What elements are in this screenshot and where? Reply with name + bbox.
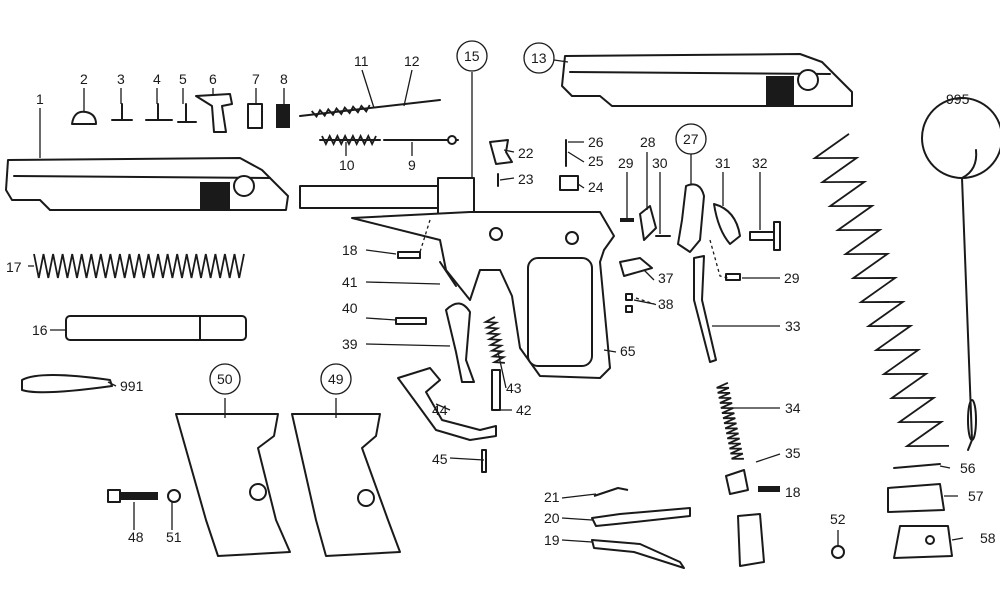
label-41: 41 bbox=[342, 274, 358, 290]
label-7: 7 bbox=[252, 71, 260, 87]
springs bbox=[33, 104, 950, 460]
trigger-bar bbox=[395, 251, 741, 363]
leader-lines bbox=[28, 59, 964, 546]
label-991: 991 bbox=[120, 378, 144, 394]
magazine-parts bbox=[887, 463, 953, 559]
label-3: 3 bbox=[117, 71, 125, 87]
label-24: 24 bbox=[588, 179, 604, 195]
label-26: 26 bbox=[588, 134, 604, 150]
hammer-spring bbox=[716, 381, 744, 460]
spring-10 bbox=[321, 133, 377, 147]
label-51: 51 bbox=[166, 529, 182, 545]
label-25: 25 bbox=[588, 153, 604, 169]
catch-parts bbox=[725, 469, 780, 567]
label-52: 52 bbox=[830, 511, 846, 527]
label-38: 38 bbox=[658, 296, 674, 312]
label-6: 6 bbox=[209, 71, 217, 87]
label-50: 50 bbox=[217, 371, 233, 387]
label-18a: 18 bbox=[342, 242, 358, 258]
trigger-spring bbox=[482, 316, 507, 364]
label-19: 19 bbox=[544, 532, 560, 548]
part-slide-right bbox=[561, 53, 853, 107]
label-2: 2 bbox=[80, 71, 88, 87]
levers-bottom bbox=[591, 487, 691, 569]
label-49: 49 bbox=[328, 371, 344, 387]
label-5: 5 bbox=[179, 71, 187, 87]
pins-and-springs-top bbox=[299, 99, 459, 145]
part-frame bbox=[299, 177, 615, 379]
label-35: 35 bbox=[785, 445, 801, 461]
part-labels: 1 2 3 4 5 6 7 8 11 12 15 13 995 10 9 22 … bbox=[6, 48, 996, 548]
label-17: 17 bbox=[6, 259, 22, 275]
label-56: 56 bbox=[960, 460, 976, 476]
label-9: 9 bbox=[408, 157, 416, 173]
screws-washers bbox=[107, 489, 845, 559]
label-34: 34 bbox=[785, 400, 801, 416]
label-28: 28 bbox=[640, 134, 656, 150]
label-57: 57 bbox=[968, 488, 984, 504]
label-40: 40 bbox=[342, 300, 358, 316]
label-32: 32 bbox=[752, 155, 768, 171]
label-27: 27 bbox=[683, 131, 699, 147]
grip-panels bbox=[175, 413, 401, 557]
label-1: 1 bbox=[36, 91, 44, 107]
label-39: 39 bbox=[342, 336, 358, 352]
label-10: 10 bbox=[339, 157, 355, 173]
guide-rod-and-tool bbox=[21, 315, 247, 394]
label-15: 15 bbox=[464, 48, 480, 64]
circled-label-rings bbox=[209, 40, 707, 395]
label-4: 4 bbox=[153, 71, 161, 87]
label-65: 65 bbox=[620, 343, 636, 359]
label-16: 16 bbox=[32, 322, 48, 338]
label-22: 22 bbox=[518, 145, 534, 161]
magazine-spring bbox=[811, 133, 950, 448]
label-44: 44 bbox=[432, 402, 448, 418]
label-45: 45 bbox=[432, 451, 448, 467]
label-12: 12 bbox=[404, 53, 420, 69]
label-8: 8 bbox=[280, 71, 288, 87]
label-33: 33 bbox=[785, 318, 801, 334]
label-43: 43 bbox=[506, 380, 522, 396]
hammer-assembly bbox=[620, 183, 781, 253]
label-58: 58 bbox=[980, 530, 996, 546]
label-21: 21 bbox=[544, 489, 560, 505]
label-995: 995 bbox=[946, 91, 970, 107]
spring-11 bbox=[311, 104, 371, 119]
label-31: 31 bbox=[715, 155, 731, 171]
label-23: 23 bbox=[518, 171, 534, 187]
label-18b: 18 bbox=[785, 484, 801, 500]
label-20: 20 bbox=[544, 510, 560, 526]
label-29a: 29 bbox=[618, 155, 634, 171]
magazine-loader-wire bbox=[921, 97, 1000, 451]
part-slide-left bbox=[5, 157, 289, 211]
label-42: 42 bbox=[516, 402, 532, 418]
label-48: 48 bbox=[128, 529, 144, 545]
small-parts-center bbox=[489, 139, 579, 191]
label-11: 11 bbox=[354, 53, 369, 69]
recoil-spring bbox=[33, 253, 245, 279]
label-13: 13 bbox=[531, 50, 547, 66]
label-37: 37 bbox=[658, 270, 674, 286]
small-parts-top-left bbox=[71, 93, 290, 133]
label-29b: 29 bbox=[784, 270, 800, 286]
label-30: 30 bbox=[652, 155, 668, 171]
trigger-parts bbox=[397, 261, 501, 473]
